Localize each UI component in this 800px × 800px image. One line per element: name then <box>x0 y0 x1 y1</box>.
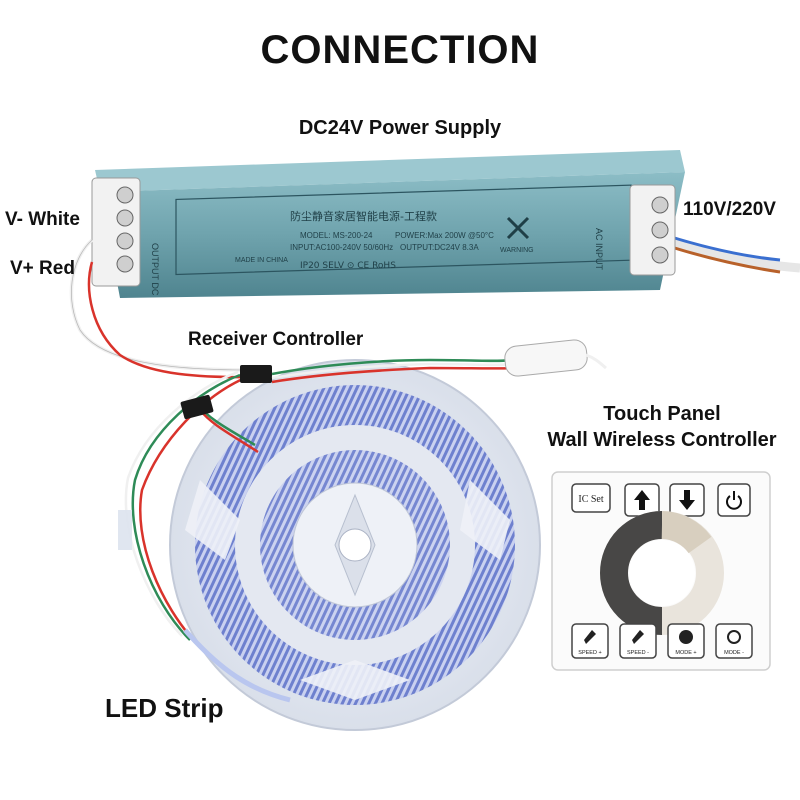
touch-panel-label-line1: Touch Panel <box>603 403 720 425</box>
psu-output-text: OUTPUT DC <box>150 243 160 296</box>
female-connector <box>180 394 214 420</box>
receiver-controller <box>271 339 607 384</box>
mode-icon <box>727 630 741 644</box>
v-plus-label: V+ Red <box>10 258 75 279</box>
output-wires <box>69 238 261 379</box>
psu-made-in: MADE IN CHINA <box>235 257 288 264</box>
led-strip-reel <box>169 359 541 731</box>
speed-down-label: SPEED - <box>627 650 649 656</box>
mode-down-button[interactable] <box>715 623 753 659</box>
psu-input-terminal <box>629 184 676 276</box>
power-icon <box>726 491 742 510</box>
psu-certs: IP20 SELV ⊙ CE RoHS <box>300 261 396 271</box>
male-connector <box>240 365 272 383</box>
arrow-down-icon <box>679 490 695 510</box>
speed-up-button[interactable] <box>571 623 609 659</box>
power-supply: OUTPUT DC AC INPUT 防尘静音家居智能电源-工程款 MODEL:… <box>91 150 685 298</box>
psu-front-face <box>100 172 685 298</box>
page-title: CONNECTION <box>260 28 540 72</box>
psu-top-face <box>95 150 685 192</box>
psu-body-title: 防尘静音家居智能电源-工程款 <box>290 209 437 223</box>
mode-icon <box>679 630 693 644</box>
v-minus-label: V- White <box>5 209 80 230</box>
psu-output-terminal <box>91 177 141 287</box>
rocket-icon <box>632 630 644 644</box>
led-strip-label: LED Strip <box>105 693 223 723</box>
psu-power-text: POWER:Max 200W @50°C <box>395 231 494 240</box>
mains-cable <box>666 234 800 274</box>
ic-set-button[interactable] <box>571 483 611 513</box>
speed-up-label: SPEED + <box>578 650 601 656</box>
speed-down-button[interactable] <box>619 623 657 659</box>
psu-model-text: MODEL: MS-200-24 <box>300 231 373 240</box>
psu-input-spec: INPUT:AC100-240V 50/60Hz <box>290 243 393 252</box>
psu-output-spec: OUTPUT:DC24V 8.3A <box>400 243 479 252</box>
touch-panel: IC Set SPEED + SPEED - MODE + MODE - <box>551 471 771 671</box>
arrow-up-icon <box>634 490 650 510</box>
dimmer-ring[interactable] <box>600 511 724 635</box>
mode-down-label: MODE - <box>724 650 744 656</box>
touch-panel-label-line2: Wall Wireless Controller <box>547 429 776 451</box>
ic-set-label: IC Set <box>578 494 604 505</box>
brand-logo-icon <box>506 216 530 240</box>
mains-label: 110V/220V <box>683 199 776 220</box>
rocket-icon <box>584 630 596 644</box>
strip-wires <box>118 365 291 703</box>
red-wire <box>87 261 261 379</box>
power-supply-label: DC24V Power Supply <box>298 117 502 139</box>
psu-input-text: AC INPUT <box>594 228 604 271</box>
receiver-label: Receiver Controller <box>188 329 364 350</box>
mode-up-label: MODE + <box>675 650 696 656</box>
psu-warning: WARNING <box>500 247 534 254</box>
